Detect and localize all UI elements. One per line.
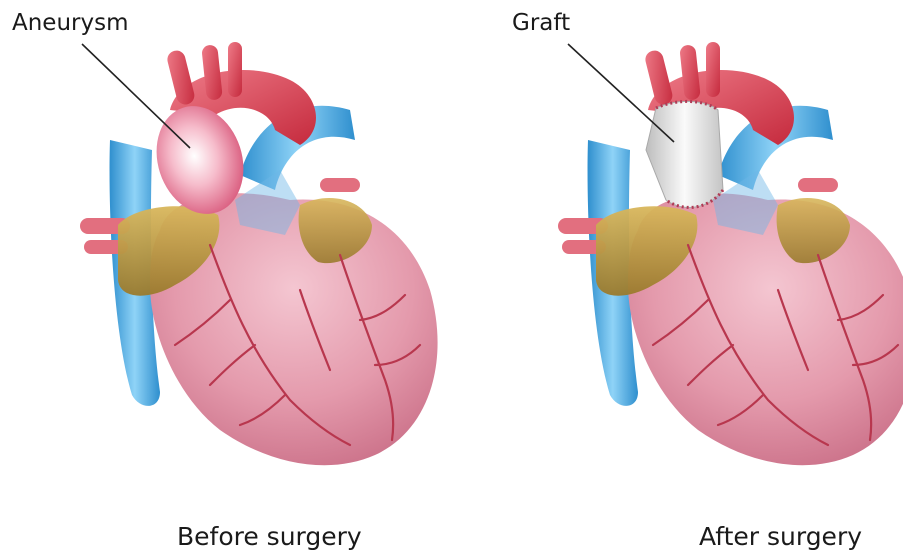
graft-label: Graft: [512, 12, 570, 35]
after-surgery-caption: After surgery: [699, 524, 862, 549]
pulmonary-vein-right-before: [320, 178, 360, 192]
branch-artery-1-before: [165, 49, 196, 107]
before-surgery-caption: Before surgery: [177, 524, 362, 549]
branch-artery-3-after: [706, 42, 720, 97]
branch-artery-3-before: [228, 42, 242, 97]
graft-tube: [646, 101, 723, 207]
pulmonary-vein-right-after: [798, 178, 838, 192]
branch-artery-1-after: [643, 49, 674, 107]
heart-after: [558, 42, 903, 465]
aneurysm-label: Aneurysm: [12, 12, 129, 35]
heart-before: [80, 42, 438, 465]
